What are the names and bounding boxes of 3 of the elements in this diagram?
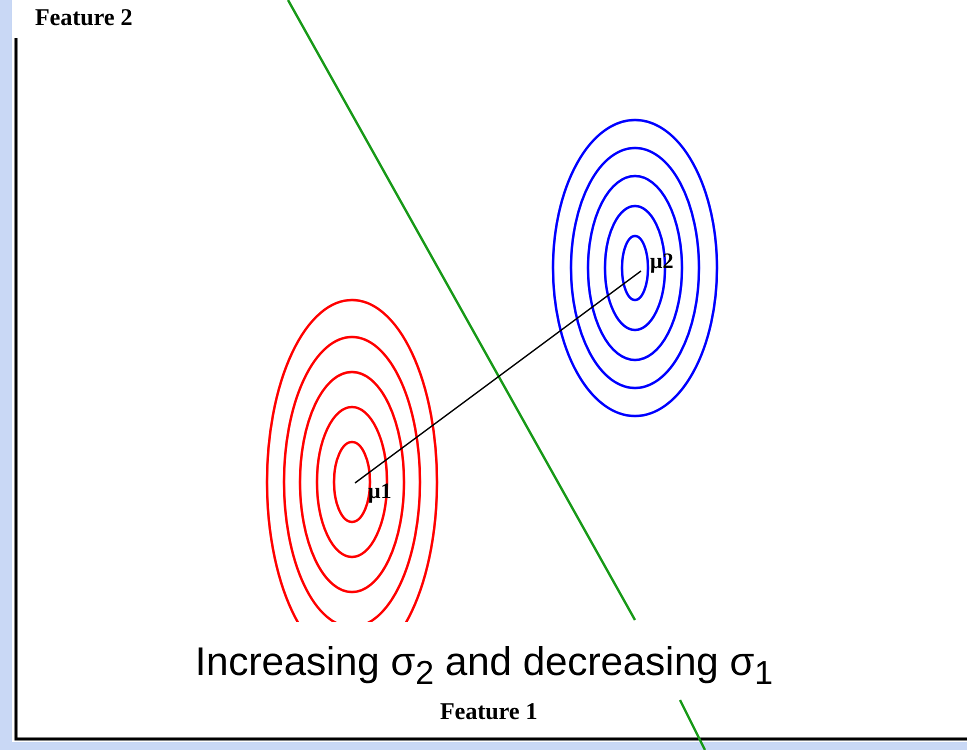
annotation-text: Increasing σ$_{2}$ and decreasing σ$_{1}$ — [195, 642, 773, 690]
axis-title: Feature 2 — [35, 6, 133, 30]
axis-title: Feature 1 — [440, 700, 538, 724]
